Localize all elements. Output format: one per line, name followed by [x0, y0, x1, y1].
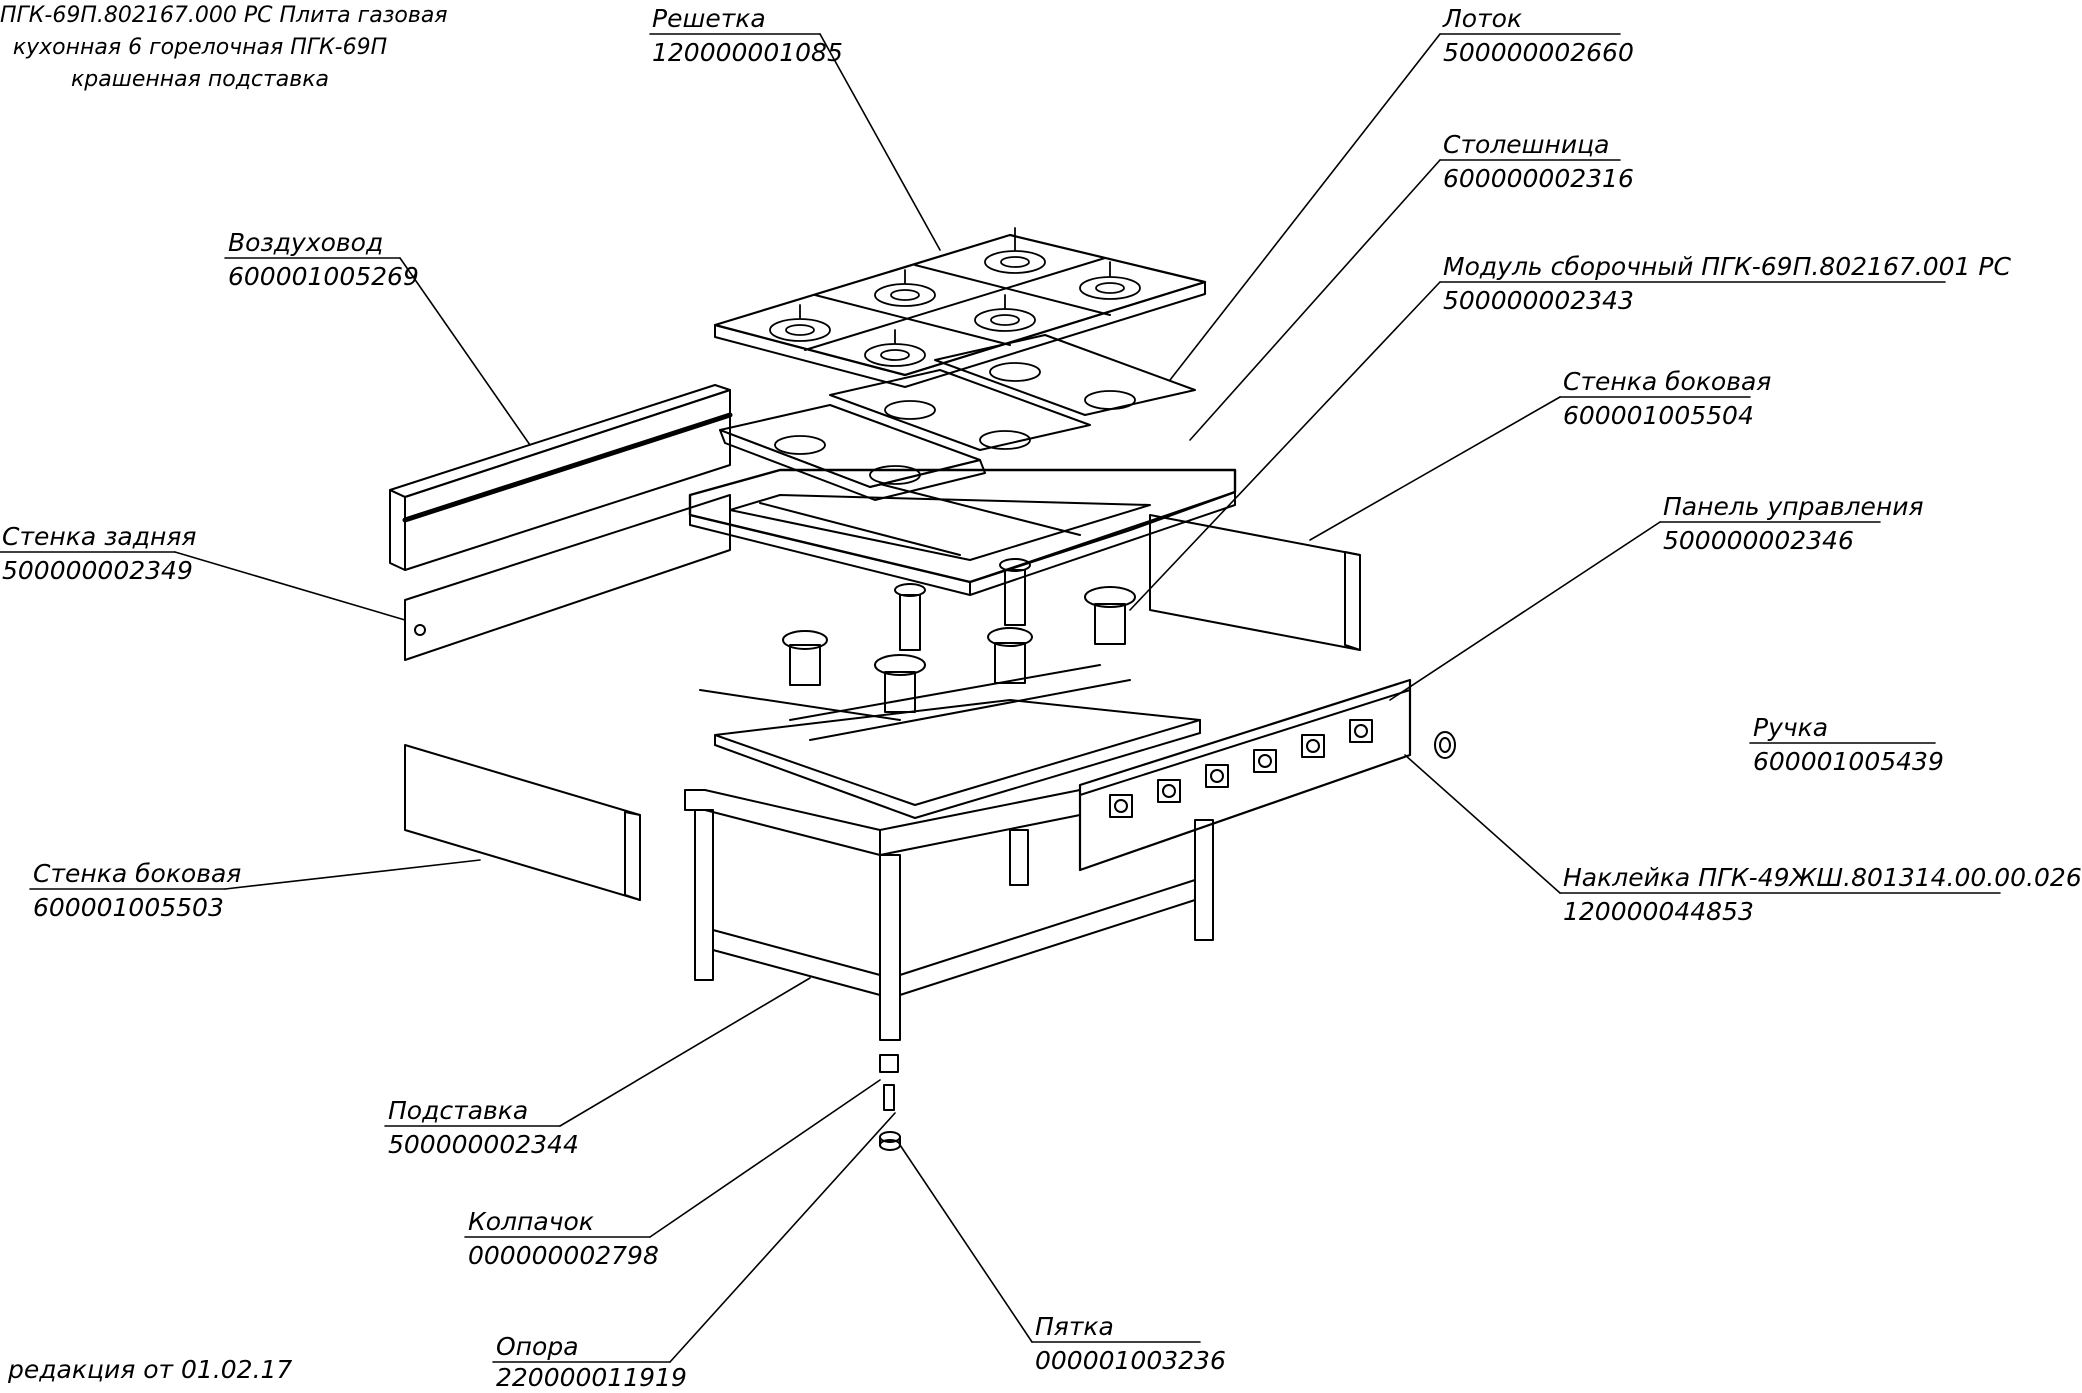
right-side-wall: [1149, 514, 1361, 651]
label-nakleyka-code: 120000044853: [1563, 897, 1754, 926]
title-line-1: ПГК-69П.802167.000 РС Плита газовая: [0, 3, 448, 28]
label-modul-code: 500000002343: [1443, 286, 1634, 315]
label-podstavka-code: 500000002344: [388, 1130, 579, 1159]
label-stenka-zadnyaya-code: 500000002349: [2, 556, 193, 585]
label-stoleshnitsa-name: Столешница: [1443, 130, 1610, 159]
control-panel: [1078, 678, 1412, 872]
label-reshetka-name: Решетка: [652, 4, 766, 33]
label-kolpachok-name: Колпачок: [468, 1207, 594, 1236]
drawing-title: ПГК-69П.802167.000 РС Плита газовая кухо…: [0, 0, 448, 96]
stand: [684, 789, 1214, 1041]
leader-lines: [0, 33, 2001, 1363]
label-stenka-bokovaya-right-code: 600001005504: [1563, 401, 1754, 430]
label-ruchka-code: 600001005439: [1753, 747, 1944, 776]
worktop: [688, 468, 1237, 596]
tray-burner-openings: [774, 362, 1136, 485]
label-stenka-bokovaya-left-name: Стенка боковая: [33, 859, 242, 888]
label-pyatka-name: Пятка: [1035, 1312, 1114, 1341]
label-stenka-zadnyaya-name: Стенка задняя: [2, 522, 197, 551]
cap: [879, 1054, 899, 1073]
label-modul-name: Модуль сборочный ПГК-69П.802167.001 РС: [1443, 252, 2011, 281]
label-stenka-bokovaya-left-code: 600001005503: [33, 893, 224, 922]
grate-burner-rings: [769, 227, 1141, 367]
label-stoleshnitsa-code: 600000002316: [1443, 164, 1634, 193]
label-lotok-code: 500000002660: [1443, 38, 1634, 67]
label-lotok-name: Лоток: [1443, 4, 1523, 33]
label-vozdukhovod-code: 600001005269: [228, 262, 419, 291]
label-podstavka-name: Подставка: [388, 1096, 529, 1125]
label-opora-code: 220000011919: [496, 1363, 687, 1392]
label-panel-name: Панель управления: [1663, 492, 1924, 521]
left-side-wall: [404, 744, 641, 901]
label-opora-name: Опора: [496, 1332, 579, 1361]
label-nakleyka-name: Наклейка ПГК-49ЖШ.801314.00.00.026: [1563, 863, 2082, 892]
title-line-3: крашенная подставка: [70, 67, 330, 92]
air-duct: [389, 384, 733, 571]
knob: [1434, 731, 1456, 759]
title-line-2: кухонная 6 горелочная ПГК-69П: [12, 35, 388, 60]
drip-trays: [719, 334, 1196, 501]
label-kolpachok-code: 000000002798: [468, 1241, 659, 1270]
grates: [713, 233, 1207, 388]
label-reshetka-code: 120000001085: [652, 38, 843, 67]
support: [883, 1084, 895, 1111]
label-stenka-bokovaya-right-name: Стенка боковая: [1563, 367, 1772, 396]
rear-wall: [404, 494, 731, 661]
control-knob-sockets: [1109, 719, 1373, 818]
burner-heads: [782, 558, 1136, 713]
revision-note: редакция от 01.02.17: [8, 1355, 293, 1384]
label-panel-code: 500000002346: [1663, 526, 1854, 555]
label-ruchka-name: Ручка: [1753, 713, 1829, 742]
stove-assembly-drawing: [0, 33, 2001, 1363]
label-pyatka-code: 000001003236: [1035, 1346, 1226, 1375]
label-vozdukhovod-name: Воздуховод: [228, 228, 384, 257]
foot-parts: [879, 1054, 901, 1151]
